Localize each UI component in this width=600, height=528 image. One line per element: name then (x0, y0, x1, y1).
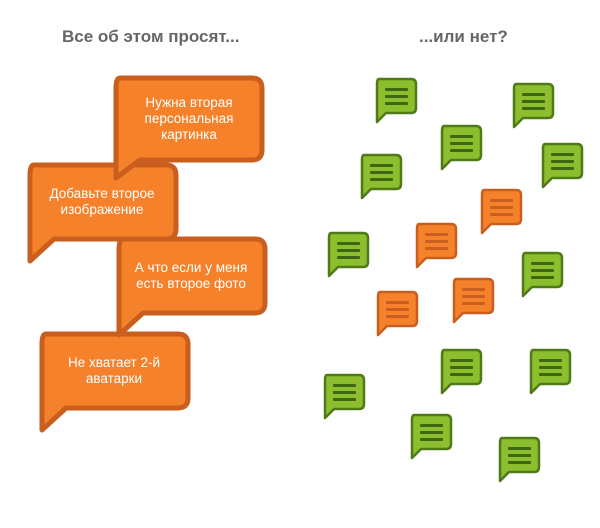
chat-bubble-green-icon (525, 347, 577, 399)
bubble-2-line-1: Добавьте второе (49, 186, 155, 201)
bubble-4-line-2: аватарки (85, 371, 143, 386)
heading-or-not: ...или нет? (419, 27, 508, 46)
chat-bubble-green-icon (323, 230, 375, 282)
chat-bubble-green-icon (406, 412, 458, 464)
speech-bubble-icon (113, 75, 265, 181)
request-bubble-2: Добавьте второе изображение (24, 161, 184, 269)
request-bubble-3: А что если у меня есть второе фото (113, 235, 273, 343)
chat-bubble-orange-icon (448, 276, 500, 328)
chat-bubble-orange-icon (476, 187, 528, 239)
chat-bubble-green-icon (537, 141, 589, 193)
speech-bubble-icon (27, 162, 179, 264)
speech-bubble-icon (116, 236, 268, 338)
chat-bubble-orange-icon (372, 289, 424, 341)
chat-bubble-green-icon (319, 372, 371, 424)
chat-bubble-green-icon (356, 152, 408, 204)
bubble-3-line-2: есть второе фото (136, 276, 246, 291)
bubble-3-line-1: А что если у меня (134, 260, 248, 275)
chat-bubble-green-icon (436, 123, 488, 175)
request-bubble-4: Не хватает 2-й аватарки (36, 330, 196, 438)
chat-bubble-green-icon (371, 76, 423, 128)
chat-bubble-green-icon (436, 347, 488, 399)
heading-requests: Все об этом просят... (62, 27, 240, 46)
chat-bubble-green-icon (517, 250, 569, 302)
chat-bubble-green-icon (508, 81, 560, 133)
bubble-2-line-2: изображение (60, 202, 144, 217)
bubble-4-line-1: Не хватает 2-й (67, 355, 161, 370)
request-bubble-1: Нужна вторая персональная картинка (110, 74, 270, 182)
bubble-1-line-1: Нужна вторая (145, 95, 233, 110)
chat-bubble-orange-icon (411, 221, 463, 273)
bubble-1-line-2: персональная (144, 111, 234, 126)
chat-bubble-green-icon (494, 435, 546, 487)
speech-bubble-icon (39, 331, 191, 433)
bubble-1-line-3: картинка (161, 127, 217, 142)
